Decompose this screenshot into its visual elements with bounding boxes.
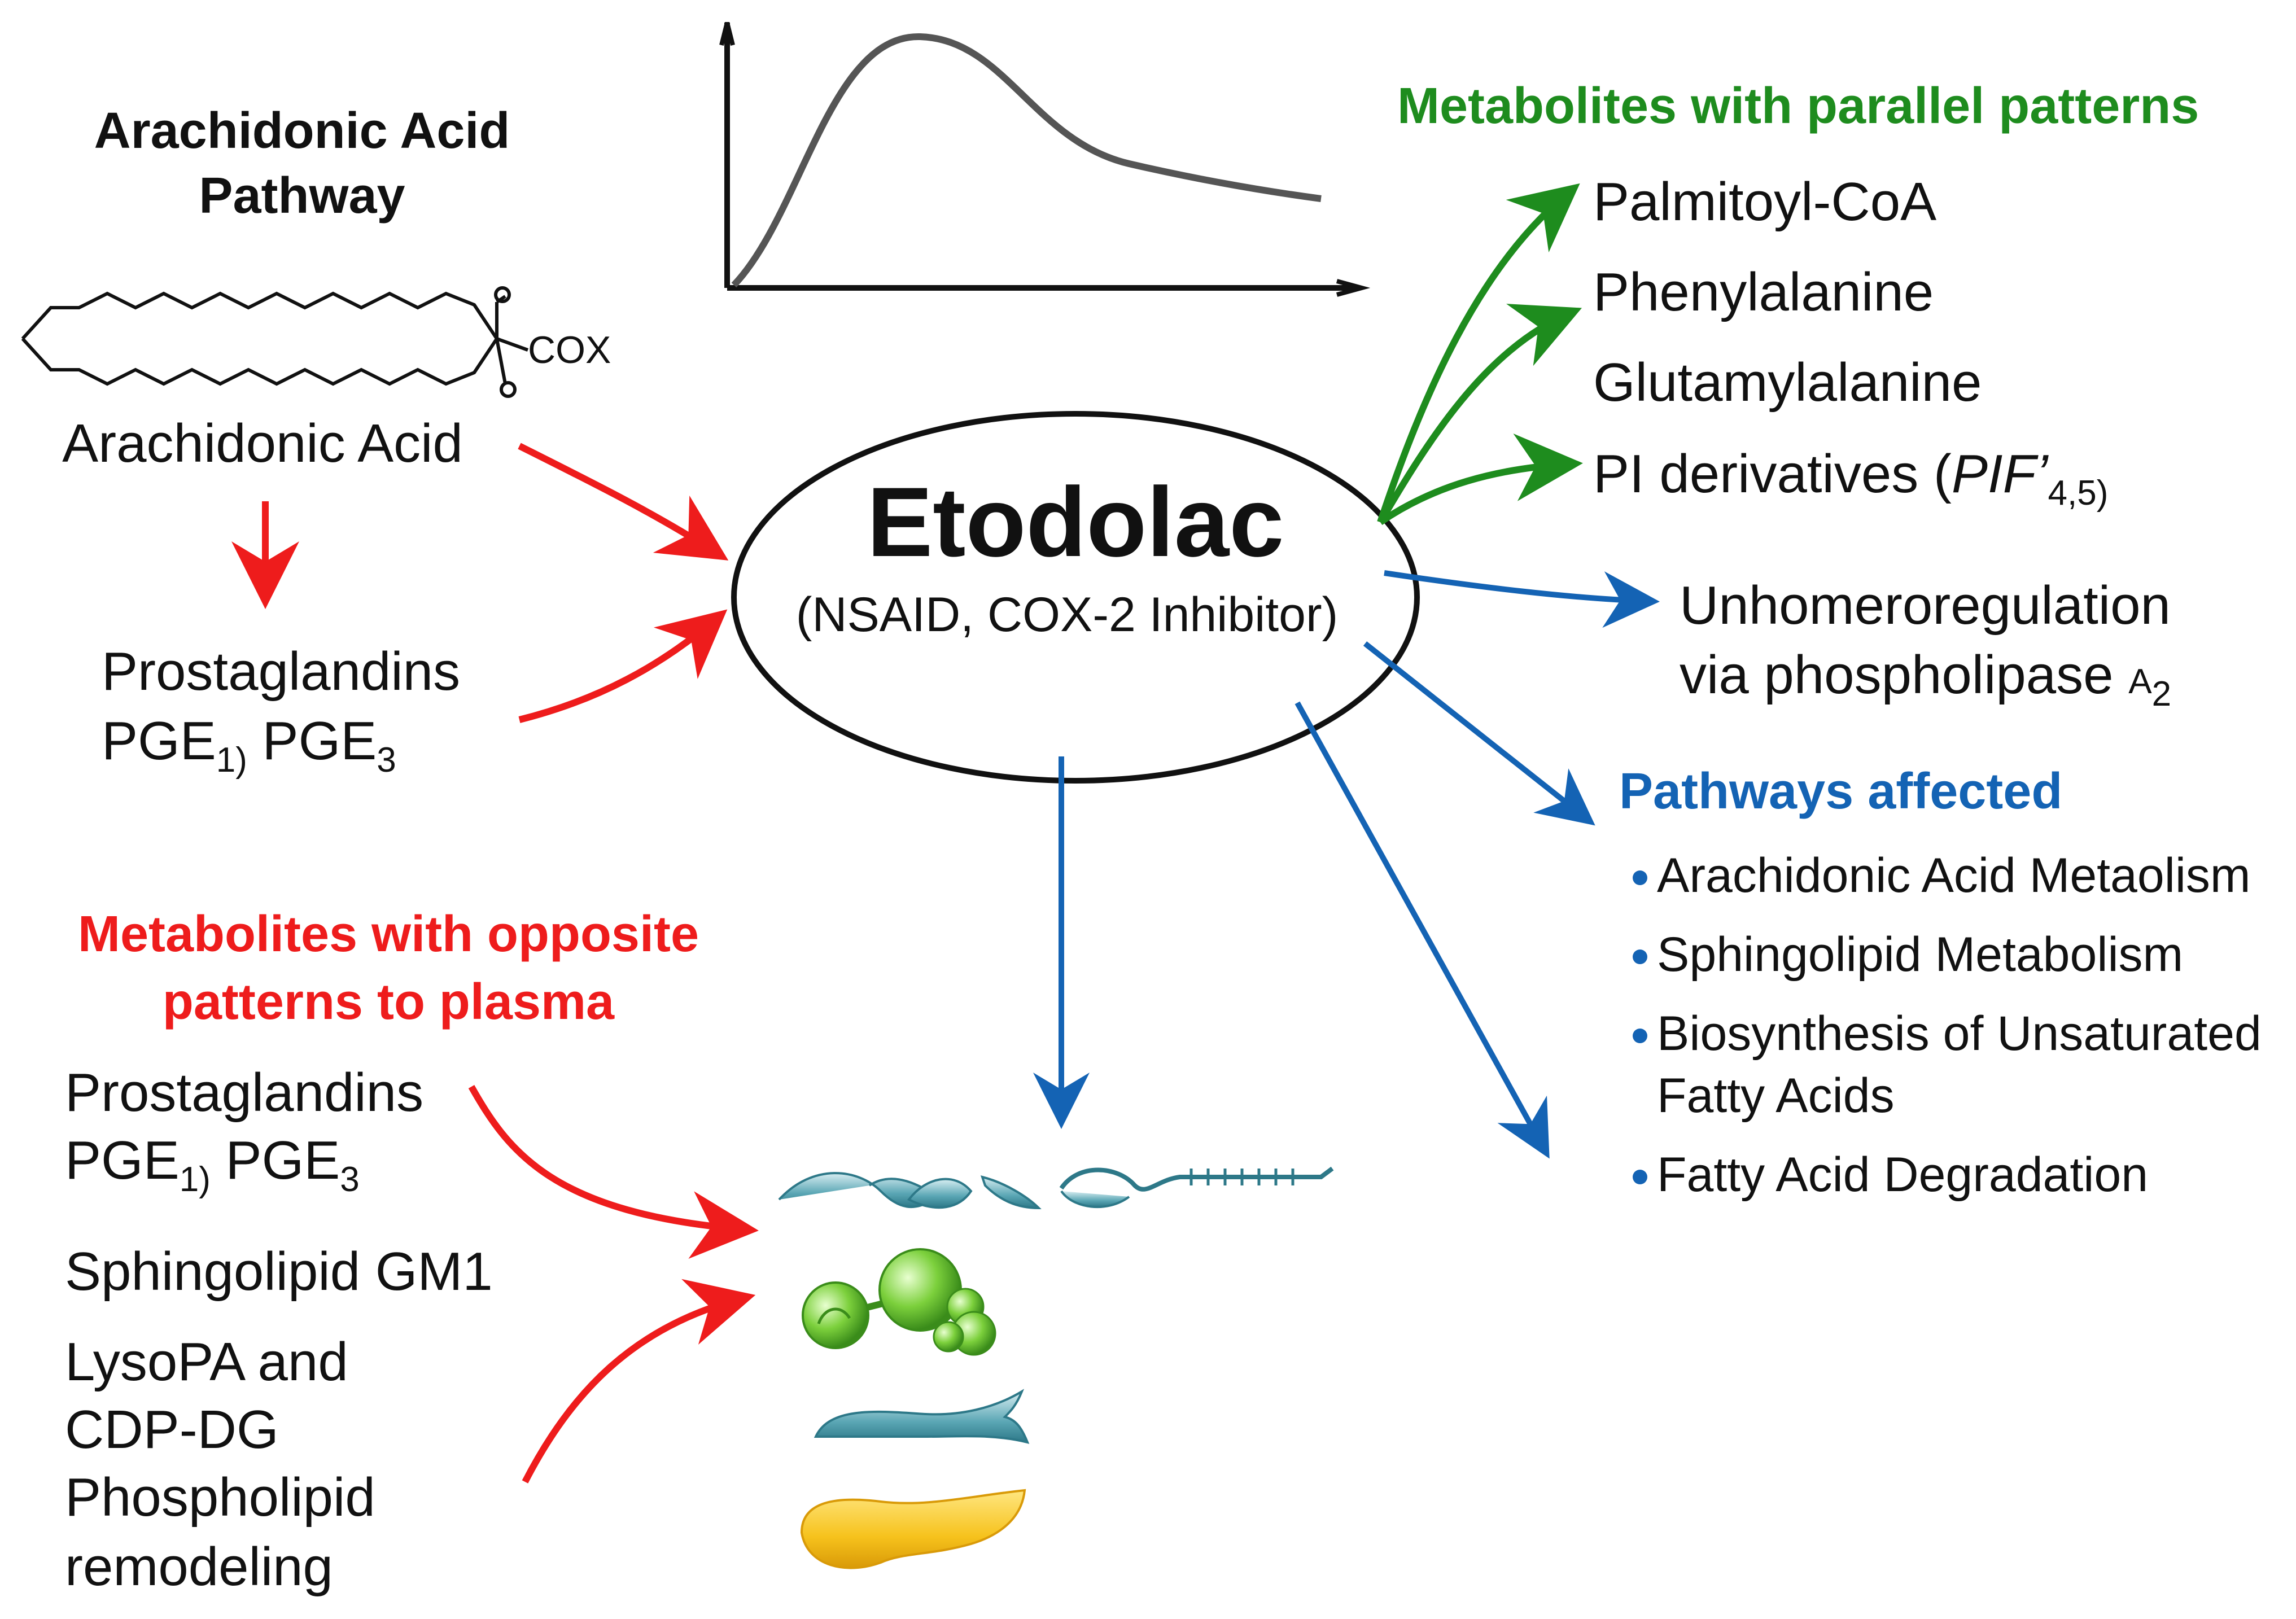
pge-label: PGE1) PGE3 [102, 711, 396, 780]
opposite-lyso-line4: remodeling [65, 1537, 333, 1597]
etodolac-ellipse [731, 411, 1420, 784]
yellow-pancreas-icon [800, 1489, 1026, 1569]
bullet-icon [1633, 949, 1647, 964]
concentration-curve-plot [719, 22, 1371, 297]
opposite-prostaglandins: Prostaglandins [65, 1062, 423, 1123]
parallel-header: Metabolites with parallel patterns [1397, 78, 2199, 134]
green-lymph-icon [802, 1248, 996, 1356]
prostaglandin-to-etodolac-arrow [518, 609, 728, 723]
parallel-item-phenylalanine: Phenylalanine [1593, 262, 1934, 322]
opposite-lyso-line2: CDP-DG [65, 1399, 279, 1460]
bullet-icon [1633, 1029, 1647, 1043]
parallel-item-palmitoyl: Palmitoyl-CoA [1593, 172, 1936, 232]
prostaglandin-to-tissue-arrow [468, 1085, 759, 1259]
cox-label: COX [528, 329, 611, 371]
etodolac-title: Etodolac [867, 467, 1284, 577]
tissue-illustrations [778, 1166, 1334, 1569]
pathway-item-sphingolipid: Sphingolipid Metabolism [1657, 927, 2183, 982]
pathway-title-line1: Arachidonic Acid [94, 103, 510, 159]
regulation-arrow [1384, 570, 1660, 628]
arachidonic-acid-structure [21, 286, 529, 398]
teal-vessel-icon [814, 1389, 1030, 1444]
opposite-lyso-line1: LysoPA and [65, 1332, 348, 1392]
bullet-icon [1633, 1170, 1647, 1184]
ribbon-tissue-icon [778, 1166, 1334, 1210]
opposite-sphingolipid: Sphingolipid GM1 [65, 1241, 493, 1302]
concentration-curve-line [731, 33, 1322, 288]
opposite-header-line1: Metabolites with opposite [78, 906, 699, 962]
regulation-line1: Unhomeroregulation [1680, 575, 2171, 636]
arachidonic-acid-label: Arachidonic Acid [62, 413, 463, 474]
degradation-arrow [1294, 701, 1550, 1159]
bullet-icon [1633, 870, 1647, 885]
parallel-item-glutamylalanine: Glutamylalanine [1593, 352, 1982, 413]
pathway-title-line2: Pathway [199, 168, 405, 224]
pathways-affected-arrow [1363, 641, 1595, 826]
pathway-item-fatty-acid-degradation: Fatty Acid Degradation [1657, 1148, 2148, 1202]
etodolac-subtitle: (NSAID, COX-2 Inhibitor) [796, 588, 1339, 642]
pathways-affected-header: Pathways affected [1619, 763, 2062, 820]
pathway-item-arachidonic: Arachidonic Acid Metaolism [1657, 848, 2251, 903]
parallel-item-pi-derivatives: PI derivatives (PIF’4,5) [1593, 444, 2108, 513]
pathway-item-biosynthesis-line2: Fatty Acids [1657, 1069, 1895, 1123]
opposite-lyso-line3: Phospholipid [65, 1467, 375, 1528]
opposite-pge: PGE1) PGE3 [65, 1130, 360, 1199]
arachidonic-to-etodolac-arrow [518, 443, 729, 561]
parallel-arrows [1377, 183, 1583, 525]
pathways-affected-list: Arachidonic Acid Metaolism Sphingolipid … [1633, 848, 2262, 1202]
prostaglandins-label: Prostaglandins [102, 641, 460, 702]
pathway-item-biosynthesis: Biosynthesis of Unsaturated [1657, 1007, 2262, 1061]
opposite-header-line2: patterns to plasma [163, 974, 615, 1030]
regulation-line2: via phospholipase A2 [1680, 645, 2171, 714]
lyso-to-tissue-arrow [522, 1279, 756, 1484]
